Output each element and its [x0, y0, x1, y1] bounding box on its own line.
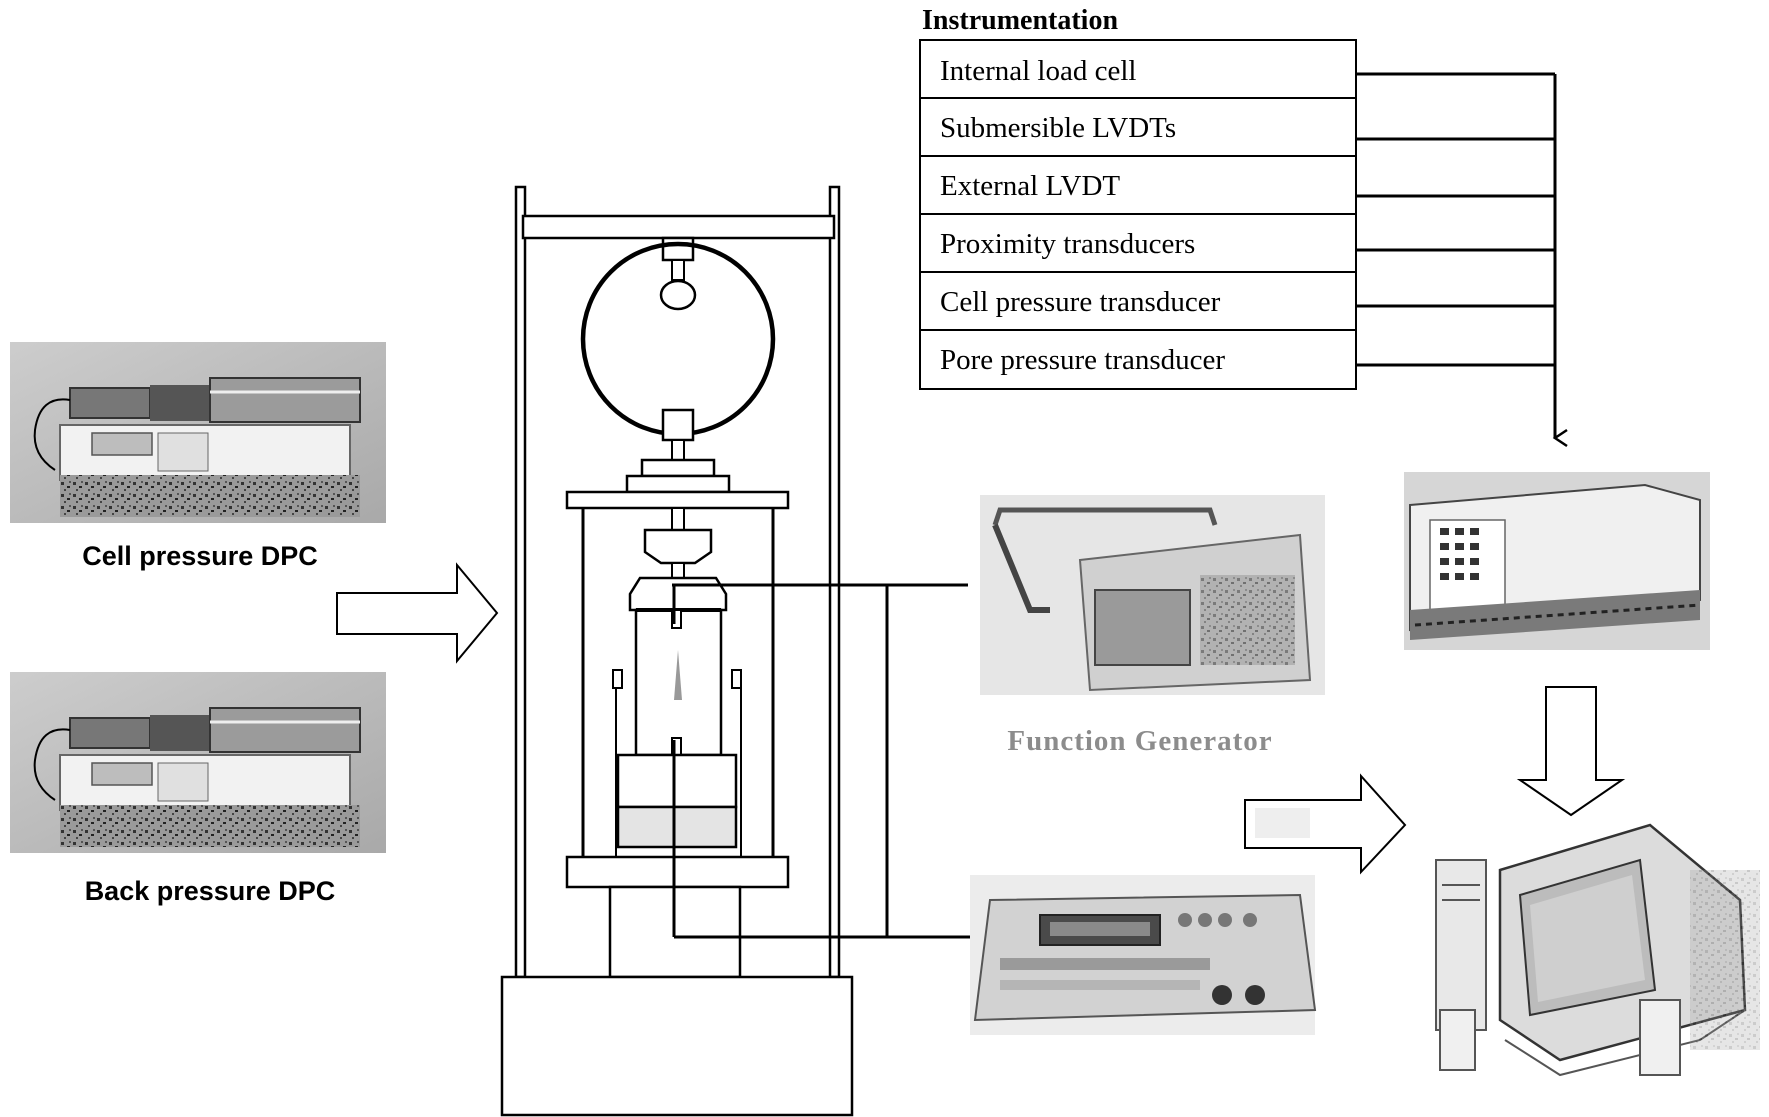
oscilloscope-icon [980, 495, 1325, 695]
instrumentation-item: Pore pressure transducer [940, 344, 1225, 376]
function-generator-label: Function Generator [1007, 725, 1272, 757]
computer-icon [1436, 825, 1760, 1075]
instrumentation-item: Submersible LVDTs [940, 112, 1176, 144]
instrumentation-list [920, 40, 1356, 389]
logger-to-computer-arrow [1520, 687, 1622, 815]
back-pressure-dpc-icon [10, 672, 386, 853]
back-pressure-dpc-label: Back pressure DPC [85, 876, 336, 906]
cell-pressure-dpc-label: Cell pressure DPC [82, 541, 318, 571]
instrumentation-title: Instrumentation [922, 5, 1118, 36]
instrumentation-item: Internal load cell [940, 55, 1136, 87]
instrumentation-item: External LVDT [940, 170, 1120, 202]
instrumentation-item: Proximity transducers [940, 228, 1195, 260]
cell-pressure-dpc-icon [10, 342, 386, 523]
function-generator-icon [970, 875, 1315, 1035]
instrumentation-item: Cell pressure transducer [940, 286, 1221, 318]
dpc-to-frame-arrow [337, 565, 497, 661]
data-logger-icon [1404, 472, 1710, 650]
instrumentation-bus [1356, 74, 1555, 438]
triaxial-load-frame [502, 187, 852, 1115]
